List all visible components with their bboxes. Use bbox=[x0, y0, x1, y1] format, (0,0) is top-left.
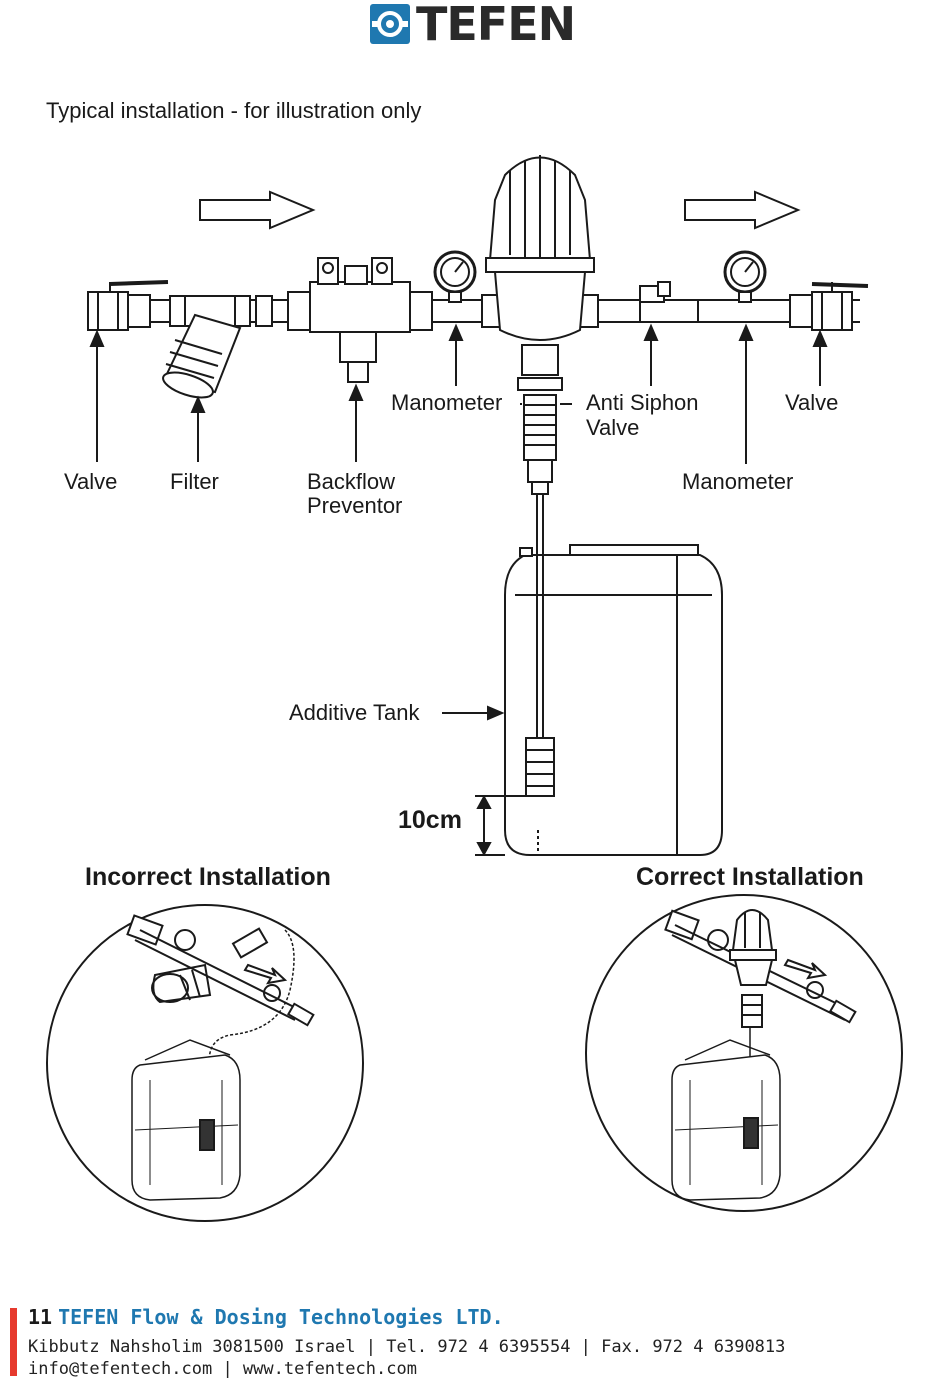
manometer-right-icon bbox=[723, 250, 767, 303]
label-backflow-line1: Backflow bbox=[307, 469, 396, 494]
label-manometer-left: Manometer bbox=[391, 390, 503, 415]
label-anti-siphon-line2: Valve bbox=[586, 415, 640, 440]
diagram-subtitle: Typical installation - for illustration … bbox=[46, 98, 422, 123]
tefen-logo: TEFEN bbox=[370, 0, 576, 51]
tefen-logo-icon bbox=[370, 4, 410, 44]
label-height: 10cm bbox=[398, 806, 462, 834]
label-correct-installation: Correct Installation bbox=[636, 863, 864, 891]
label-backflow-line2: Preventor bbox=[307, 493, 403, 518]
footer-address: Kibbutz Nahsholim 3081500 Israel | Tel. … bbox=[28, 1337, 786, 1357]
flow-arrow-left-icon bbox=[199, 190, 316, 230]
flow-arrow-right-icon bbox=[684, 190, 801, 230]
installation-diagram bbox=[46, 155, 903, 1222]
label-additive-tank: Additive Tank bbox=[289, 700, 420, 725]
footer-contact: info@tefentech.com | www.tefentech.com bbox=[28, 1359, 417, 1379]
brand-name: TEFEN bbox=[416, 0, 576, 51]
anti-siphon-valve-icon bbox=[639, 281, 699, 323]
correct-installation-illustration bbox=[585, 894, 903, 1212]
label-valve-left: Valve bbox=[64, 469, 118, 494]
height-dimension bbox=[475, 794, 540, 857]
label-manometer-right: Manometer bbox=[682, 469, 794, 494]
page-number: 11 bbox=[28, 1305, 53, 1329]
incorrect-installation-illustration bbox=[46, 904, 364, 1222]
callout-arrows bbox=[89, 323, 828, 721]
label-filter: Filter bbox=[170, 469, 219, 494]
label-incorrect-installation: Incorrect Installation bbox=[85, 863, 331, 891]
label-valve-right: Valve bbox=[785, 390, 839, 415]
company-name: TEFEN Flow & Dosing Technologies LTD. bbox=[58, 1305, 504, 1329]
backflow-preventor-icon bbox=[287, 257, 433, 383]
valve-right-icon bbox=[789, 282, 869, 331]
footer-accent-bar bbox=[10, 1308, 17, 1376]
valve-left-icon bbox=[87, 280, 169, 331]
manometer-left-icon bbox=[433, 250, 477, 303]
dosing-pump-icon bbox=[481, 155, 599, 495]
additive-tank-icon bbox=[504, 544, 723, 856]
label-anti-siphon-line1: Anti Siphon bbox=[586, 390, 699, 415]
filter-icon bbox=[162, 295, 273, 399]
